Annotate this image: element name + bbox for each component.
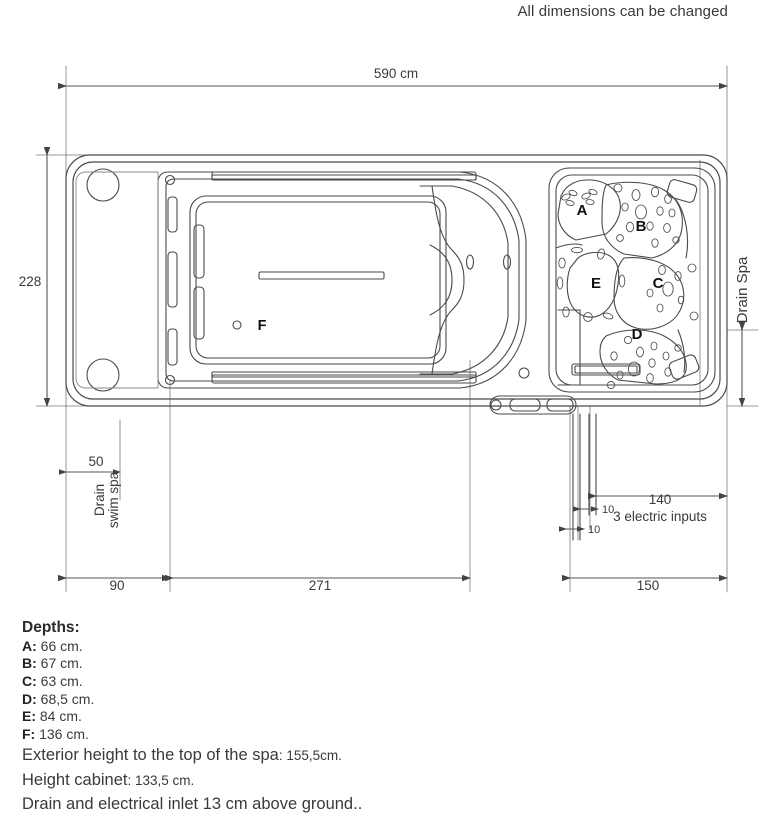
dimension-label-50: 50: [88, 454, 103, 469]
svg-text:Drain: Drain: [92, 484, 107, 516]
zone-label-c: C: [653, 275, 664, 292]
depth-row-f: F: 136 cm.: [22, 726, 542, 744]
dimension-label-overall-width: 590 cm: [374, 66, 418, 81]
depth-value-b: 67 cm.: [40, 655, 83, 672]
dimension-label-10-inner: 10: [602, 504, 614, 516]
depth-value-f: 136 cm.: [39, 725, 89, 742]
exterior-height-label: Exterior height to the top of the spa: [22, 746, 279, 765]
depth-value-c: 63 cm.: [40, 672, 83, 689]
swim-lane-section: [75, 168, 530, 392]
dimension-label-140: 140: [649, 492, 672, 507]
spa-outer-cabinet: [65, 154, 728, 407]
depth-key-d: D:: [22, 690, 37, 707]
depth-row-e: E: 84 cm.: [22, 708, 542, 726]
exterior-height-value: : 155,5cm.: [278, 748, 342, 764]
zone-label-d: D: [632, 326, 643, 343]
depth-value-e: 84 cm.: [39, 708, 82, 725]
zone-c-outline: [613, 257, 685, 330]
zone-b-outline: [601, 181, 683, 259]
dimension-label-150: 150: [637, 578, 660, 593]
depth-key-b: B:: [22, 655, 37, 672]
dimension-label-10-outer: 10: [588, 524, 600, 536]
drain-equipment-fitting: [489, 395, 597, 541]
depth-key-f: F:: [22, 725, 36, 742]
depth-row-c: C: 63 cm.: [22, 673, 542, 691]
depth-key-c: C:: [22, 672, 37, 689]
hot-tub-section: [548, 167, 716, 393]
label-drain-swim-spa: Drain swim spa: [92, 471, 121, 528]
dimension-label-90: 90: [109, 578, 124, 593]
svg-text:swim spa: swim spa: [106, 471, 121, 528]
swim-spa-plan-drawing: 590 cm 228 50 90 271 150 140 10 10 3 ele…: [19, 65, 759, 593]
zone-a-outline: [557, 179, 621, 241]
zone-label-b: B: [636, 218, 647, 235]
depth-row-d: D: 68,5 cm.: [22, 691, 542, 709]
specifications-block: Depths: A: 66 cm. B: 67 cm. C: 63 cm. D:…: [22, 618, 542, 816]
annotation-electric-inputs: 3 electric inputs: [613, 509, 707, 524]
dimension-label-271: 271: [309, 578, 332, 593]
exterior-height-row: Exterior height to the top of the spa: 1…: [22, 744, 542, 767]
zone-label-e: E: [591, 275, 601, 292]
depth-key-a: A:: [22, 637, 37, 654]
zone-d-outline: [599, 329, 687, 385]
depth-key-e: E:: [22, 708, 36, 725]
cabinet-height-value: : 133,5 cm.: [127, 772, 195, 788]
zone-label-f: F: [258, 318, 267, 334]
header-note: All dimensions can be changed: [517, 3, 728, 20]
depth-value-a: 66 cm.: [40, 637, 83, 654]
cabinet-height-label: Height cabinet: [22, 770, 128, 789]
depths-title: Depths:: [22, 619, 80, 636]
cabinet-height-row: Height cabinet: 133,5 cm.: [22, 769, 542, 792]
zone-label-a: A: [577, 202, 588, 219]
depth-value-d: 68,5 cm.: [40, 690, 95, 707]
depth-row-a: A: 66 cm.: [22, 638, 542, 656]
inlet-note: Drain and electrical inlet 13 cm above g…: [22, 795, 363, 814]
dimension-inlet-offsets: [559, 506, 599, 532]
dimension-label-overall-height: 228: [19, 274, 42, 289]
label-drain-spa: Drain Spa: [734, 256, 751, 323]
zone-e-outline: [566, 251, 620, 318]
depth-row-b: B: 67 cm.: [22, 655, 542, 673]
